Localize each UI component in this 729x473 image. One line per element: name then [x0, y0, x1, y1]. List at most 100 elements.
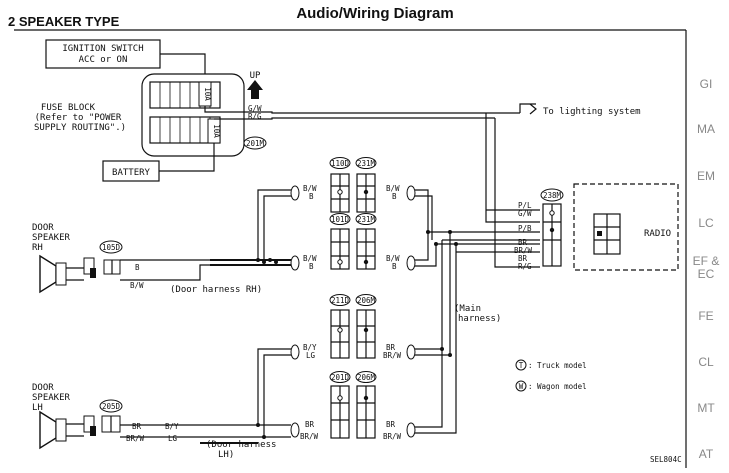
tab-lc: LC — [698, 216, 714, 230]
truck-model-icon — [515, 359, 527, 371]
lh-wire-lg: LG — [168, 434, 178, 443]
connector-205d: 205D — [102, 402, 121, 411]
door-harness-rh: (Door harness RH) — [170, 285, 262, 295]
tab-em: EM — [697, 169, 715, 183]
lh-wire-brw: BR/W — [126, 434, 145, 443]
ignition-wire — [160, 53, 206, 78]
connector-201m-top: 201M — [246, 139, 265, 148]
door-harness-lh-1: (Door harness — [206, 440, 276, 450]
up-label: UP — [250, 71, 261, 81]
speaker-rh-plug-a — [83, 257, 95, 275]
connector-231m-b: 231M — [357, 215, 376, 224]
page-title: Audio/Wiring Diagram — [296, 5, 453, 22]
radio-wire-pl: P/L — [518, 201, 532, 210]
inline-plug-8 — [406, 422, 416, 438]
connector-206m-b: 206M — [357, 373, 376, 382]
fuse-block-ref-1: (Refer to "POWER — [35, 113, 122, 123]
wagon-legend: : Wagon model — [528, 382, 587, 391]
rh-lower-wire-c — [415, 232, 429, 261]
tab-mt: MT — [697, 401, 715, 415]
main-harness-1: (Main — [454, 304, 481, 314]
lower-lh-connectors: 211D 206M 201D 206M — [329, 294, 377, 439]
rh-wire-b: B — [135, 263, 140, 272]
wire-bw-4: B/W — [386, 254, 400, 263]
speaker-rh-plug-fill — [90, 268, 96, 278]
connector-205d-shape — [99, 399, 123, 413]
lighting-arrow-icon — [529, 103, 537, 115]
connector-238m-shape — [540, 188, 564, 202]
lh-lower-wire-d — [415, 244, 457, 434]
fuse-block-ref-2: SUPPLY ROUTING".) — [34, 123, 126, 133]
lh-upper-wire-b — [263, 354, 291, 437]
wire-b-1: B — [309, 192, 314, 201]
speaker-lh-plug-a — [83, 415, 95, 433]
wire-bw-3: B/W — [303, 254, 317, 263]
tab-at: AT — [699, 447, 714, 461]
wire-b-4: B — [392, 262, 397, 271]
inline-plug-6 — [406, 344, 416, 360]
reference-code: SEL804C — [650, 455, 682, 464]
door-rh-line1: DOOR — [32, 223, 54, 233]
fuse-rating-bottom: 10A — [212, 124, 221, 138]
wire-lg-1: LG — [306, 351, 316, 360]
door-rh-line3: RH — [32, 243, 43, 253]
upper-rh-connectors: 110D 231M 101D 231M — [329, 157, 377, 270]
wire-br-2: BR — [305, 420, 315, 429]
fuse-rating-top: 10A — [203, 87, 212, 101]
radio-wire-pb: P/B — [518, 224, 532, 233]
radio-wire-rg-label: R/G — [518, 262, 532, 271]
truck-symbol: T — [519, 361, 524, 370]
wire-br-3: BR — [386, 420, 396, 429]
lighting-label: To lighting system — [543, 107, 641, 117]
wire-brw-2: BR/W — [300, 432, 319, 441]
speaker-rh-magnet — [55, 262, 67, 286]
lh-wire-by: B/Y — [165, 422, 179, 431]
connector-238m: 238M — [543, 191, 562, 200]
tab-ec: EC — [698, 267, 715, 281]
connector-231m-a: 231M — [357, 159, 376, 168]
lh-upper-wire-a — [257, 348, 291, 425]
main-harness-2: harness) — [458, 314, 501, 324]
rg-wire — [214, 117, 495, 120]
speaker-lh-magnet — [55, 418, 67, 442]
gw-wire — [204, 106, 520, 114]
wire-bw-2: B/W — [386, 184, 400, 193]
door-lh-line3: LH — [32, 403, 43, 413]
radio-wire-br-label-2: BR — [518, 254, 528, 263]
connector-105d: 105D — [102, 243, 121, 252]
rh-bw-wire — [120, 264, 210, 281]
battery-label: BATTERY — [112, 168, 151, 178]
lh-wire-br: BR — [132, 422, 142, 431]
speaker-rh-leads — [66, 267, 84, 281]
rh-upper-wire-b — [263, 195, 291, 262]
battery-wire — [159, 143, 215, 172]
speaker-lh-leads — [66, 423, 84, 437]
tab-cl: CL — [698, 355, 714, 369]
connector-101d: 101D — [331, 215, 350, 224]
wire-brw-1: BR/W — [383, 351, 402, 360]
radio-label: RADIO — [644, 229, 671, 239]
radio-wire-gw: G/W — [518, 209, 532, 218]
rg-to-radio — [494, 118, 540, 268]
wire-bw-1: B/W — [303, 184, 317, 193]
wire-brw-3: BR/W — [383, 432, 402, 441]
ignition-switch-label: IGNITION SWITCH — [62, 44, 143, 54]
speaker-lh-plug-fill — [90, 426, 96, 436]
radio-wire-brw-label: BR/W — [514, 246, 533, 255]
rh-wire-bw: B/W — [130, 281, 144, 290]
tab-gi: GI — [700, 77, 713, 91]
rh-lower-wire-d — [415, 243, 540, 267]
up-arrow-icon — [247, 80, 263, 99]
fuse-wire-gw: G/W — [248, 104, 262, 113]
wire-by-1: B/Y — [303, 343, 317, 352]
door-lh-line2: SPEAKER — [32, 393, 71, 403]
connector-206m-a: 206M — [357, 296, 376, 305]
door-rh-line2: SPEAKER — [32, 233, 71, 243]
door-lh-line1: DOOR — [32, 383, 54, 393]
lh-lower-wire-c — [415, 349, 443, 428]
ignition-mode-label: ACC or ON — [79, 55, 128, 65]
fuse-block-title: FUSE BLOCK — [41, 103, 96, 113]
inline-plug-2 — [406, 185, 416, 201]
connector-211d: 211D — [331, 296, 350, 305]
